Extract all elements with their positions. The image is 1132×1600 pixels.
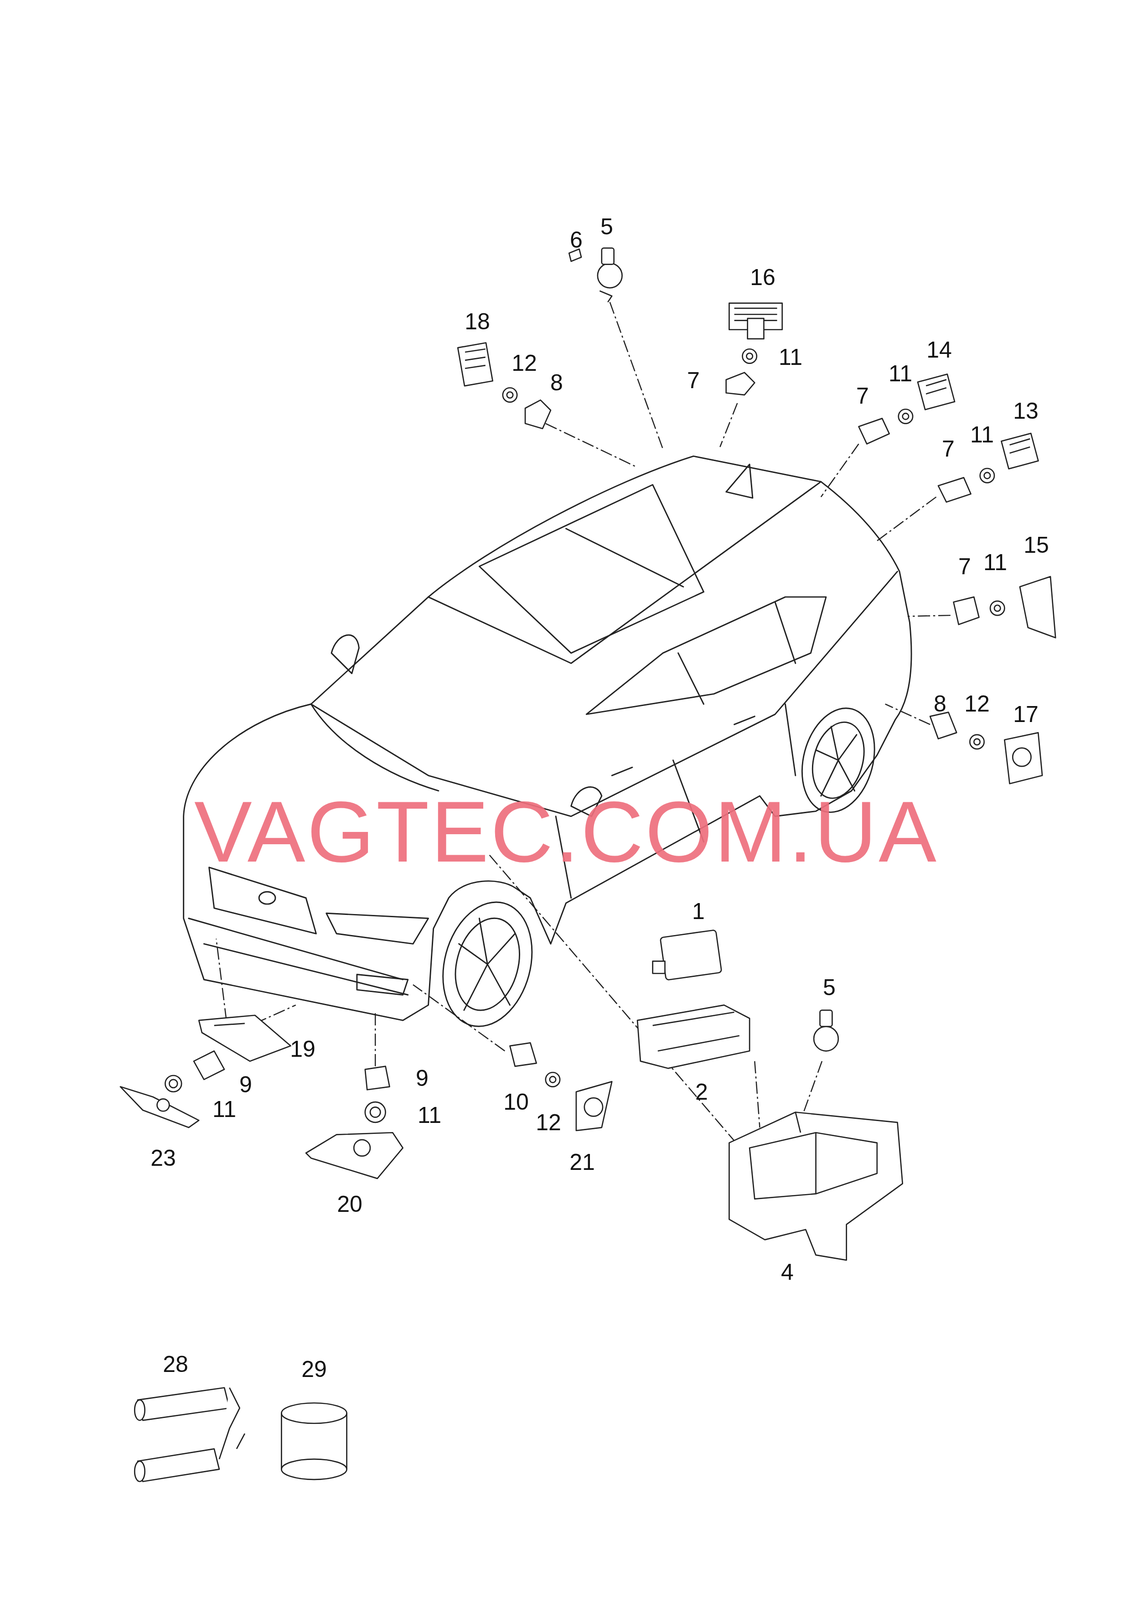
callout-number: 14 <box>926 338 952 362</box>
callout-number: 21 <box>569 1150 595 1174</box>
callout-number: 10 <box>503 1090 529 1113</box>
callout-number: 16 <box>749 265 776 289</box>
callout-number: 1 <box>692 899 705 923</box>
callout-number: 5 <box>822 975 836 999</box>
callout-number: 28 <box>162 1352 189 1375</box>
callout-number: 7 <box>856 384 869 408</box>
callout-number: 12 <box>535 1110 562 1134</box>
watermark: VAGTEC.COM.UA <box>194 787 939 875</box>
callout-number: 18 <box>464 310 491 333</box>
callout-number: 11 <box>417 1103 442 1127</box>
callout-number: 11 <box>778 345 803 369</box>
callout-number: 20 <box>336 1192 363 1215</box>
callout-number: 29 <box>301 1357 327 1381</box>
callout-number: 19 <box>289 1037 316 1060</box>
callout-number: 4 <box>780 1260 794 1283</box>
callout-number: 2 <box>695 1080 709 1103</box>
callout-number: 7 <box>941 437 955 461</box>
callout-number: 7 <box>958 554 972 578</box>
callout-number: 11 <box>212 1097 237 1121</box>
callout-number: 11 <box>970 423 994 446</box>
callout-number: 12 <box>511 351 538 375</box>
callout-number: 17 <box>1013 702 1039 726</box>
callout-number: 11 <box>983 550 1008 574</box>
callout-number: 9 <box>239 1072 253 1096</box>
callout-number: 15 <box>1023 533 1050 557</box>
callout-number: 8 <box>933 692 947 715</box>
callout-number: 23 <box>150 1146 176 1169</box>
callout-number: 13 <box>1013 399 1039 423</box>
callout-number: 5 <box>600 215 614 238</box>
callout-number: 7 <box>687 368 700 392</box>
callout-number: 9 <box>415 1066 429 1090</box>
callout-number: 12 <box>964 692 990 715</box>
callout-number: 8 <box>550 371 564 394</box>
callout-number: 6 <box>569 228 583 252</box>
callout-number: 11 <box>888 361 913 385</box>
